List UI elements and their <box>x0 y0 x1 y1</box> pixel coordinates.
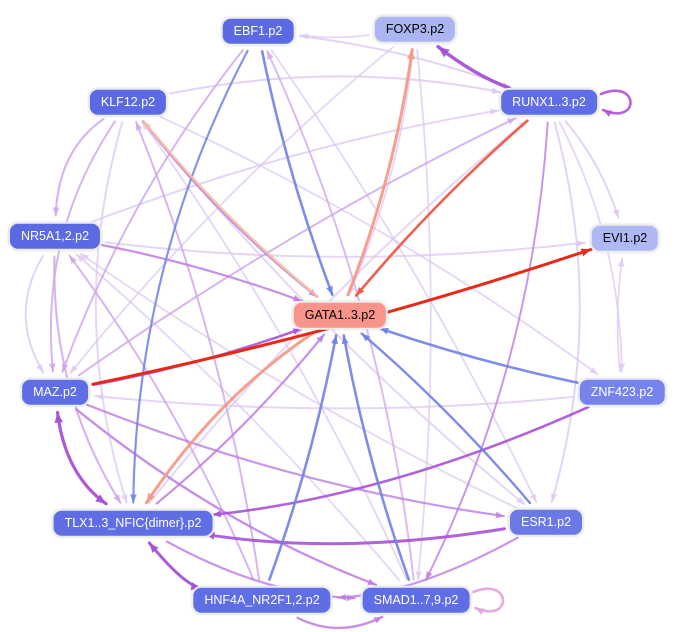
edge-ebf1-gata <box>260 50 334 297</box>
edge-runx1-foxp3 <box>436 45 511 90</box>
node-label: EBF1.p2 <box>233 23 283 38</box>
edge-ebf1-maz <box>61 49 244 373</box>
node-label: ESR1.p2 <box>520 514 572 529</box>
node-label: ZNF423.p2 <box>590 384 654 399</box>
node-label: KLF12.p2 <box>100 94 156 109</box>
edge-runx1-runx1 <box>599 89 632 117</box>
edge-foxp3-maz <box>69 46 395 374</box>
edge-maz-smad <box>75 408 378 586</box>
edge-tlx-gata <box>155 333 326 505</box>
node-label: EVI1.p2 <box>602 230 648 245</box>
edge-nr5a1-maz <box>24 254 45 374</box>
node-label: NR5A1,2.p2 <box>20 228 90 243</box>
edge-znf423-tlx <box>211 405 590 518</box>
node-label: RUNX1..3.p2 <box>512 94 586 109</box>
edge-smad-smad <box>472 587 505 615</box>
edge-runx1-evi1 <box>564 120 620 219</box>
edge-hnf4a-gata <box>268 334 339 581</box>
edge-maz-esr1 <box>85 403 506 519</box>
edge-runx1-smad <box>424 121 549 581</box>
edge-esr1-tlx <box>203 527 507 546</box>
edge-klf12-nr5a1 <box>52 118 105 217</box>
edge-hnf4a-klf12 <box>135 121 261 581</box>
edge-smad-gata <box>341 334 411 581</box>
node-label: TLX1..3_NFIC{dimer}.p2 <box>64 515 202 530</box>
edge-esr1-hnf4a <box>336 536 519 601</box>
edge-esr1-gata <box>360 332 532 505</box>
node-tlx[interactable]: TLX1..3_NFIC{dimer}.p2 <box>51 508 215 538</box>
node-gata[interactable]: GATA1..3.p2 <box>291 300 389 330</box>
edge-ebf1-tlx <box>130 49 249 504</box>
edge-maz-runx1 <box>77 117 517 377</box>
node-klf12[interactable]: KLF12.p2 <box>87 87 169 117</box>
node-label: MAZ.p2 <box>33 384 77 399</box>
edge-ebf1-esr1 <box>270 49 538 503</box>
edge-foxp3-ebf1 <box>299 33 371 40</box>
node-esr1[interactable]: ESR1.p2 <box>507 507 585 537</box>
edge-znf423-gata <box>378 327 579 384</box>
edge-gata-tlx <box>144 331 316 505</box>
edge-maz-tlx <box>54 410 108 506</box>
edge-klf12-runx1 <box>168 75 502 95</box>
node-label: GATA1..3.p2 <box>304 307 376 322</box>
node-smad[interactable]: SMAD1..7,9.p2 <box>360 585 472 615</box>
edge-runx1-esr1 <box>550 121 581 503</box>
node-maz[interactable]: MAZ.p2 <box>20 377 90 407</box>
node-hnf4a[interactable]: HNF4A_NR2F1,2.p2 <box>191 585 333 615</box>
edge-hnf4a-nr5a1 <box>68 254 255 581</box>
edge-ebf1-runx1 <box>299 35 512 89</box>
edge-nr5a1-runx1 <box>91 108 500 223</box>
node-foxp3[interactable]: FOXP3.p2 <box>372 14 458 44</box>
edge-hnf4a-smad <box>296 615 384 630</box>
node-evi1[interactable]: EVI1.p2 <box>589 223 661 253</box>
edge-esr1-nr5a1 <box>79 252 517 509</box>
node-label: FOXP3.p2 <box>385 21 445 36</box>
node-label: SMAD1..7,9.p2 <box>373 592 459 607</box>
node-label: HNF4A_NR2F1,2.p2 <box>204 592 320 607</box>
edge-gata-foxp3 <box>346 47 415 297</box>
edge-smad-nr5a1 <box>75 253 401 582</box>
node-nr5a1[interactable]: NR5A1,2.p2 <box>7 221 103 251</box>
edge-klf12-znf423 <box>158 115 599 376</box>
edge-tlx-hnf4a <box>147 541 203 591</box>
edge-foxp3-smad <box>415 48 432 581</box>
node-runx1[interactable]: RUNX1..3.p2 <box>499 87 599 117</box>
edge-nr5a1-gata <box>101 244 303 303</box>
node-ebf1[interactable]: EBF1.p2 <box>220 16 296 46</box>
edge-runx1-gata <box>354 119 529 297</box>
edge-foxp3-gata <box>347 48 414 296</box>
edge-gata-klf12 <box>142 119 319 298</box>
node-znf423[interactable]: ZNF423.p2 <box>577 377 667 407</box>
edge-klf12-tlx <box>94 121 128 504</box>
